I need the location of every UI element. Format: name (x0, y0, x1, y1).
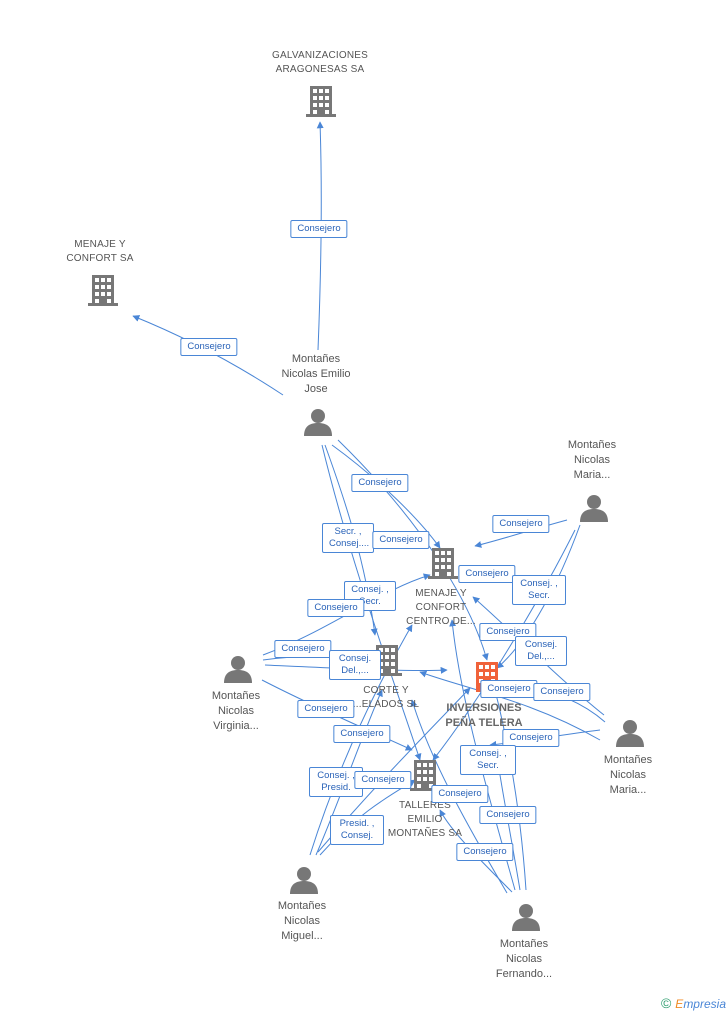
relation-label[interactable]: Consejero (479, 806, 537, 824)
relation-label[interactable]: Consej. , Secr. (512, 575, 566, 605)
relation-label[interactable]: Consejero (480, 680, 538, 698)
building-icon[interactable] (88, 275, 118, 306)
person-icon[interactable] (512, 904, 540, 931)
relation-label[interactable]: Presid. , Consej. (330, 815, 384, 845)
relation-label[interactable]: Consejero (502, 729, 560, 747)
empresia-logo: ©Empresia (661, 995, 726, 1011)
brand-name: mpresia (683, 997, 726, 1011)
node-label-maria-top[interactable]: Montañes Nicolas Maria... (567, 439, 617, 481)
relation-label[interactable]: Consejero (458, 565, 516, 583)
building-icon[interactable] (428, 548, 458, 579)
relation-label[interactable]: Consejero (333, 725, 391, 743)
relation-label[interactable]: Consejero (533, 683, 591, 701)
relation-label[interactable]: Consej. Del.,... (329, 650, 381, 680)
building-icon[interactable] (306, 86, 336, 117)
relation-label[interactable]: Consej. , Presid. (309, 767, 363, 797)
node-label-menaje-confort[interactable]: MENAJE Y CONFORT SA (66, 239, 134, 264)
person-icon[interactable] (616, 720, 644, 747)
edge (321, 444, 422, 761)
copyright-icon: © (660, 995, 672, 1011)
edge (432, 529, 576, 761)
relation-label[interactable]: Consejero (456, 843, 514, 861)
node-label-galvanizaciones[interactable]: GALVANIZACIONES ARAGONESAS SA (272, 50, 368, 75)
node-label-talleres[interactable]: TALLERES EMILIO MONTAÑES SA (387, 800, 463, 839)
relation-label[interactable]: Consejero (354, 771, 412, 789)
person-icon[interactable] (224, 656, 252, 683)
node-label-menaje-centro[interactable]: MENAJE Y CONFORT CENTRO DE... (406, 588, 476, 627)
edge (261, 679, 413, 751)
edge (474, 519, 568, 548)
relation-label[interactable]: Consejero (180, 338, 238, 356)
relation-label[interactable]: Consejero (351, 474, 409, 492)
node-label-corte-helados[interactable]: CORTE Y ...ELADOS SL (352, 685, 420, 710)
node-label-inversiones[interactable]: INVERSIONES PEÑA TELERA (445, 702, 523, 729)
relation-label[interactable]: Consejero (372, 531, 430, 549)
node-label-maria-right[interactable]: Montañes Nicolas Maria... (603, 754, 653, 796)
relation-label[interactable]: Consej. Del.,... (515, 636, 567, 666)
relation-label[interactable]: Consejero (492, 515, 550, 533)
relation-label[interactable]: Secr. , Consej.... (322, 523, 374, 553)
relation-label[interactable]: Consejero (431, 785, 489, 803)
node-label-miguel[interactable]: Montañes Nicolas Miguel... (277, 900, 327, 942)
person-icon[interactable] (290, 867, 318, 894)
relation-label[interactable]: Consej. , Secr. (460, 745, 516, 775)
edge (331, 444, 441, 549)
person-icon[interactable] (304, 409, 332, 436)
relation-label[interactable]: Consejero (307, 599, 365, 617)
relation-label[interactable]: Consejero (290, 220, 348, 238)
node-label-fernando[interactable]: Montañes Nicolas Fernando... (495, 938, 553, 980)
brand-initial: E (675, 997, 684, 1011)
relation-label[interactable]: Consejero (297, 700, 355, 718)
node-label-virginia[interactable]: Montañes Nicolas Virginia... (211, 690, 261, 732)
node-label-emilio-jose[interactable]: Montañes Nicolas Emilio Jose (281, 353, 351, 395)
edge (496, 524, 581, 669)
relation-label[interactable]: Consejero (274, 640, 332, 658)
person-icon[interactable] (580, 495, 608, 522)
